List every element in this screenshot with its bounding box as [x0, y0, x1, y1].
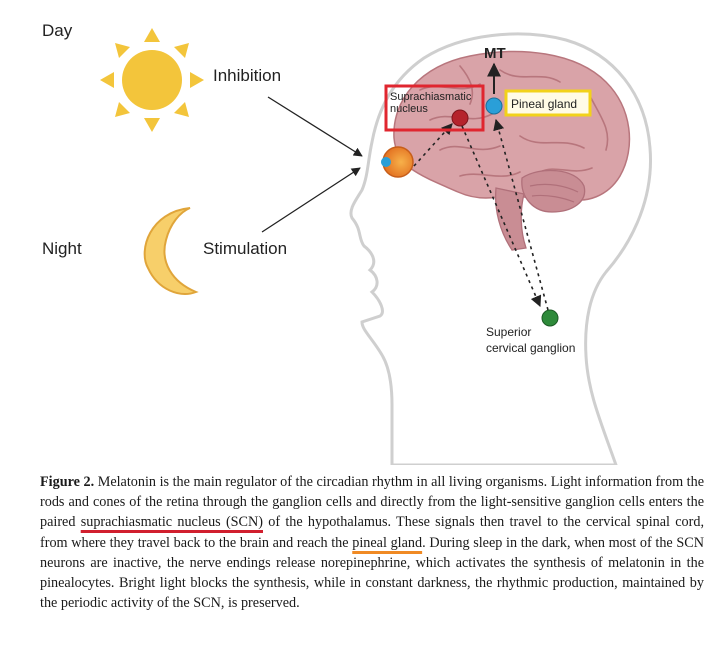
moon-icon [143, 207, 199, 295]
pineal-label: Pineal gland [511, 97, 577, 111]
scn-dot [451, 109, 469, 127]
scn-highlight-box [384, 84, 485, 132]
pineal-highlight-box [504, 89, 592, 117]
stimulation-label: Stimulation [203, 239, 287, 258]
caption-text-1: Melatonin is the main regulator of the c… [40, 474, 704, 531]
stimulation-arrow [261, 167, 361, 233]
scn-label-line1: Suprachiasmatic [390, 91, 472, 103]
circadian-figure: Day Night Inhibition Stimulation [42, 21, 653, 465]
caption-text-3: . During sleep in the dark, when most of… [40, 534, 704, 612]
eye-icon [381, 146, 414, 178]
inhibition-arrow [267, 96, 363, 157]
scn-term: suprachiasmatic nucleus (SCN) [80, 514, 263, 531]
ganglion-label-line2: cervical ganglion [486, 341, 575, 355]
pineal-dot [485, 97, 503, 115]
caption-text-2: of the hypothalamus. These signals then … [40, 514, 704, 551]
ganglion-dot [541, 309, 559, 327]
ganglion-label-line1: Superior [486, 325, 531, 339]
sun-icon [100, 28, 204, 132]
pineal-term: pineal gland [352, 534, 423, 551]
brain [393, 50, 631, 251]
inhibition-label: Inhibition [213, 66, 281, 85]
ganglion-to-pineal-path [493, 118, 549, 311]
figure-caption: Figure 2. Melatonin is the main regulato… [40, 472, 704, 613]
day-label: Day [42, 21, 73, 40]
mt-label: MT [484, 45, 506, 62]
scn-to-ganglion-path [461, 125, 542, 308]
scn-label-line2: nucleus [390, 103, 428, 115]
night-label: Night [42, 239, 82, 258]
figure-number: Figure 2. [40, 474, 95, 490]
eye-to-scn-path [413, 123, 453, 167]
